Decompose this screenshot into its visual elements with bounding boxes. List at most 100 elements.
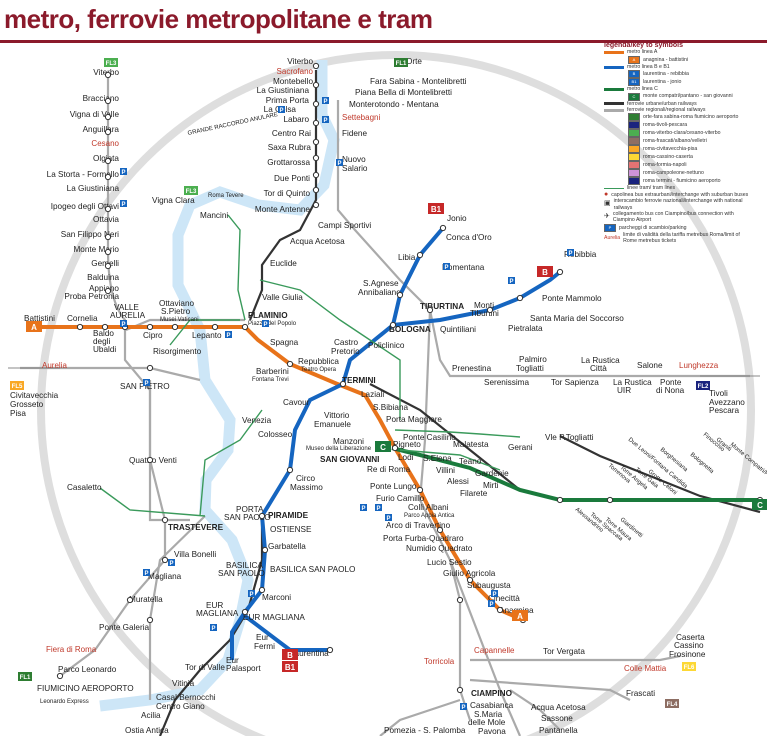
station-dot[interactable]: [312, 119, 320, 127]
station-label-saxa-rubra[interactable]: Saxa Rubra: [268, 143, 312, 152]
station-dot[interactable]: [466, 576, 474, 584]
station-label-fara-sabina[interactable]: Fara Sabina - Montelibretti: [370, 77, 467, 86]
station-label-gardenie[interactable]: Gardenie: [475, 469, 509, 478]
station-label-fiumicino[interactable]: FIUMICINO AEROPORTO: [37, 684, 134, 693]
station-label-fontana-trevi[interactable]: Fontana Trevi: [252, 377, 289, 383]
station-dot[interactable]: [312, 81, 320, 89]
station-label-s-maria-mole-2[interactable]: delle Mole: [468, 718, 506, 727]
station-label-palmiro-2[interactable]: Togliatti: [516, 364, 544, 373]
station-label-re-di-roma[interactable]: Re di Roma: [367, 465, 411, 474]
station-dot[interactable]: [312, 138, 320, 146]
station-label-castro-2[interactable]: Pretorio: [331, 347, 360, 356]
station-label-mirti[interactable]: Mirti: [483, 481, 499, 490]
station-dot[interactable]: [286, 466, 294, 474]
station-label-baldo-2[interactable]: degli: [93, 337, 110, 346]
station-label-eur-fermi-2[interactable]: Fermi: [254, 642, 275, 651]
station-dot[interactable]: [104, 205, 112, 213]
station-label-santa-maria[interactable]: Santa Maria del Soccorso: [530, 314, 624, 323]
station-label-laziali[interactable]: Laziali: [361, 390, 384, 399]
station-label-lodi[interactable]: Lodi: [398, 453, 414, 462]
station-label-parco-leonardo[interactable]: Parco Leonardo: [58, 665, 117, 674]
station-label-baldo-3[interactable]: Ubaldi: [93, 345, 116, 354]
station-label-casabianca[interactable]: Casabianca: [470, 701, 514, 710]
station-label-ottaviano-2[interactable]: S.Pietro: [161, 307, 191, 316]
station-label-cinecitta[interactable]: Cinecittà: [488, 594, 520, 603]
station-dot[interactable]: [104, 233, 112, 241]
station-label-settebagni[interactable]: Settebagni: [342, 113, 380, 122]
station-dot[interactable]: [606, 496, 614, 504]
station-label-lunghezza[interactable]: Lunghezza: [679, 361, 719, 370]
station-label-nuovo-salario-2[interactable]: Salario: [342, 164, 368, 173]
station-label-pietralata[interactable]: Pietralata: [508, 324, 543, 333]
station-label-gemelli[interactable]: Gemelli: [91, 259, 119, 268]
station-label-tor-di-valle[interactable]: Tor di Valle: [185, 663, 225, 672]
station-label-ponte-lungo[interactable]: Ponte Lungo: [370, 482, 417, 491]
station-dot[interactable]: [261, 546, 269, 554]
station-dot[interactable]: [258, 586, 266, 594]
station-label-porta-maggiore[interactable]: Porta Maggiore: [386, 415, 442, 424]
station-dot[interactable]: [101, 323, 109, 331]
station-label-labaro[interactable]: Labaro: [284, 115, 310, 124]
station-label-parco-appia[interactable]: Parco Appia Antica: [404, 513, 455, 519]
station-label-euclide[interactable]: Euclide: [270, 259, 297, 268]
station-dot[interactable]: [104, 262, 112, 270]
station-label-eur-magliana-2[interactable]: MAGLIANA: [196, 609, 239, 618]
station-label-vle-togliatti[interactable]: Vle P.Togliatti: [545, 433, 594, 442]
station-dot[interactable]: [439, 224, 447, 232]
station-dot[interactable]: [326, 646, 334, 654]
station-dot[interactable]: [104, 128, 112, 136]
station-label-rebibbia[interactable]: Rebibbia: [564, 250, 597, 259]
station-label-palmiro-1[interactable]: Palmiro: [519, 355, 547, 364]
station-label-due-ponti[interactable]: Due Ponti: [274, 174, 310, 183]
station-label-fidene[interactable]: Fidene: [342, 129, 367, 138]
station-label-frascati[interactable]: Frascati: [626, 689, 655, 698]
station-label-jonio[interactable]: Jonio: [447, 214, 467, 223]
station-label-monterotondo[interactable]: Monterotondo - Mentana: [349, 100, 439, 109]
station-label-s-elena[interactable]: S.Elena: [423, 454, 452, 463]
station-dot[interactable]: [516, 294, 524, 302]
station-label-bracciano[interactable]: Bracciano: [83, 94, 120, 103]
station-label-filarete[interactable]: Filarete: [460, 489, 488, 498]
station-label-campi-sportivi[interactable]: Campi Sportivi: [318, 221, 371, 230]
station-label-sacrofano[interactable]: Sacrofano: [277, 67, 314, 76]
station-label-san-giovanni[interactable]: SAN GIOVANNI: [320, 455, 379, 464]
station-label-tiburtina[interactable]: TIBURTINA: [420, 302, 464, 311]
station-dot[interactable]: [241, 323, 249, 331]
station-dot[interactable]: [391, 444, 399, 452]
station-label-valle-aurelia-1[interactable]: VALLE: [114, 303, 139, 312]
station-label-vittorio-1[interactable]: Vittorio: [324, 411, 350, 420]
station-label-basilica-1[interactable]: BASILICA: [226, 561, 263, 570]
station-label-termini[interactable]: TERMINI: [342, 376, 376, 385]
station-label-vigna-clara[interactable]: Vigna Clara: [152, 196, 195, 205]
station-label-lepanto[interactable]: Lepanto: [192, 331, 222, 340]
station-label-ostia[interactable]: Ostia Antica: [125, 726, 169, 735]
station-label-roma-tevere[interactable]: Roma Tevere: [208, 193, 244, 199]
station-label-frosinone[interactable]: Frosinone: [669, 650, 706, 659]
station-label-laurentina[interactable]: Laurentina: [290, 649, 329, 658]
station-label-castro-1[interactable]: Castro: [334, 338, 359, 347]
station-dot[interactable]: [146, 323, 154, 331]
station-dot[interactable]: [211, 323, 219, 331]
station-label-centro-rai[interactable]: Centro Rai: [272, 129, 311, 138]
station-label-la-storta[interactable]: La Storta - Formello: [47, 170, 120, 179]
station-label-valle-giulia[interactable]: Valle Giulia: [262, 293, 303, 302]
station-label-basilica-r[interactable]: BASILICA SAN PAOLO: [270, 565, 355, 574]
station-dot[interactable]: [339, 380, 347, 388]
station-label-balduina[interactable]: Balduina: [87, 273, 119, 282]
station-dot[interactable]: [456, 686, 464, 694]
station-dot[interactable]: [312, 154, 320, 162]
station-label-cornelia[interactable]: Cornelia: [67, 314, 98, 323]
station-dot[interactable]: [486, 306, 494, 314]
station-label-porta-furba[interactable]: Porta Furba-Quadraro: [383, 534, 464, 543]
station-label-mancini[interactable]: Mancini: [200, 211, 228, 220]
station-label-nomentana[interactable]: Nomentana: [442, 263, 485, 272]
station-label-circo-1[interactable]: Circo: [296, 474, 316, 483]
station-label-colle-mattia[interactable]: Colle Mattia: [624, 664, 667, 673]
station-dot[interactable]: [396, 291, 404, 299]
station-label-viterbo-n[interactable]: Viterbo: [287, 57, 313, 66]
station-dot[interactable]: [76, 323, 84, 331]
station-label-casal-2[interactable]: Centro Giano: [156, 702, 205, 711]
station-dot[interactable]: [426, 306, 434, 314]
station-dot[interactable]: [161, 556, 169, 564]
station-label-appiano[interactable]: Appiano: [89, 284, 119, 293]
